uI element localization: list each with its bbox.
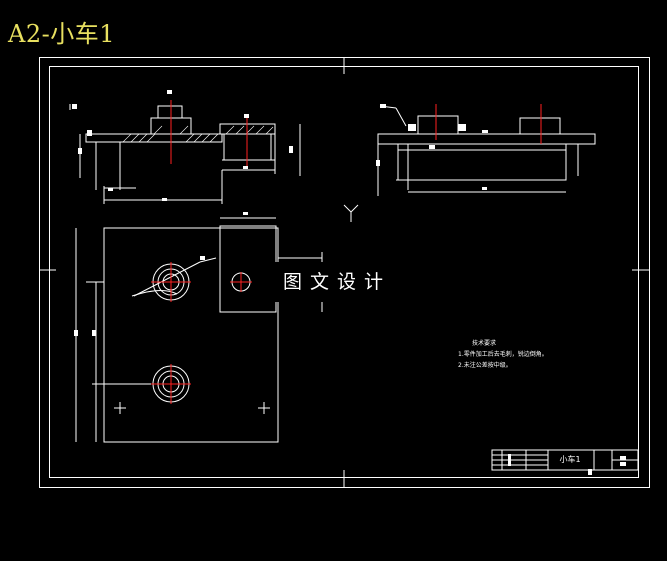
notes-item: 1.零件加工后去毛刺，锐边倒角。 — [458, 351, 548, 358]
centering-marks — [40, 58, 649, 487]
front-view — [69, 104, 301, 204]
side-view — [377, 105, 596, 196]
plan-view — [75, 217, 323, 443]
notes-heading: 技术要求 — [472, 340, 497, 347]
centerlines — [151, 100, 542, 404]
dimension-marks — [72, 90, 626, 475]
outer-border — [39, 57, 650, 488]
sheet-title: A2-小车1 — [8, 20, 115, 48]
technical-notes: 技术要求 1.零件加工后去毛刺，锐边倒角。 2.未注公差按中级。 — [458, 338, 548, 371]
notes-item: 2.未注公差按中级。 — [458, 362, 512, 369]
ucs-icon — [343, 204, 359, 222]
title-block-part-name: 小车1 — [559, 455, 581, 464]
title-block — [491, 449, 639, 471]
watermark: 图文设计 — [262, 262, 412, 302]
